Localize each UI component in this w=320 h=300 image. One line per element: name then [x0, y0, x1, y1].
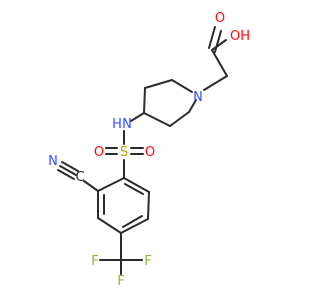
- bond-cn-triple-a: [59, 165, 77, 176]
- atom-labels: O OH N H N O S O N C F F F: [48, 11, 250, 289]
- atom-n-amine: N: [122, 117, 132, 132]
- atom-oh: OH: [230, 29, 250, 44]
- bond-ar-inner-3: [124, 183, 144, 195]
- atom-n-nitrile: N: [48, 154, 58, 169]
- bond-c4-nh: [130, 112, 145, 122]
- bond-ar-c5-c6: [147, 191, 150, 220]
- bond-ar-c1-c2: [97, 177, 125, 192]
- bond-cn-triple-b: [61, 161, 79, 172]
- structure-diagram: O OH N H N O S O N C F F F: [48, 11, 250, 289]
- bond-c-oh: [211, 39, 227, 51]
- bond-c6-n: [188, 99, 197, 113]
- bond-ar-c4-c5: [120, 218, 149, 234]
- bond-ar-c3-c4: [97, 217, 122, 234]
- bond-c-o-double-a: [208, 26, 216, 49]
- atom-s: S: [120, 145, 128, 160]
- bond-c5-c6: [169, 111, 190, 127]
- atom-c-nitrile: C: [75, 170, 84, 185]
- bond-c2-c3: [144, 79, 173, 89]
- atom-n-ring: N: [193, 90, 203, 105]
- bond-cooh-ch2: [211, 49, 228, 77]
- atom-h-amine: H: [112, 117, 122, 132]
- bond-ar-cn: [83, 180, 99, 192]
- bond-ch2-n: [203, 75, 228, 91]
- atom-o-left: O: [94, 145, 104, 160]
- atom-o-top: O: [215, 11, 225, 26]
- bond-ar-c6-c1: [123, 177, 150, 193]
- bond-cn-triple-c: [57, 169, 75, 180]
- atom-f-right: F: [144, 254, 151, 269]
- bond-c-o-double-b: [214, 30, 222, 53]
- bond-c3-c4: [143, 87, 146, 114]
- atom-f-left: F: [91, 254, 98, 269]
- atom-f-mid: F: [117, 274, 124, 289]
- molecule-svg: O OH N H N O S O N C F F F: [48, 11, 250, 289]
- bond-c4-c5: [143, 112, 171, 127]
- bond-n-c2: [171, 79, 193, 93]
- atom-o-right: O: [145, 145, 155, 160]
- bonds: [57, 26, 228, 275]
- bond-ar-inner-2: [122, 215, 143, 228]
